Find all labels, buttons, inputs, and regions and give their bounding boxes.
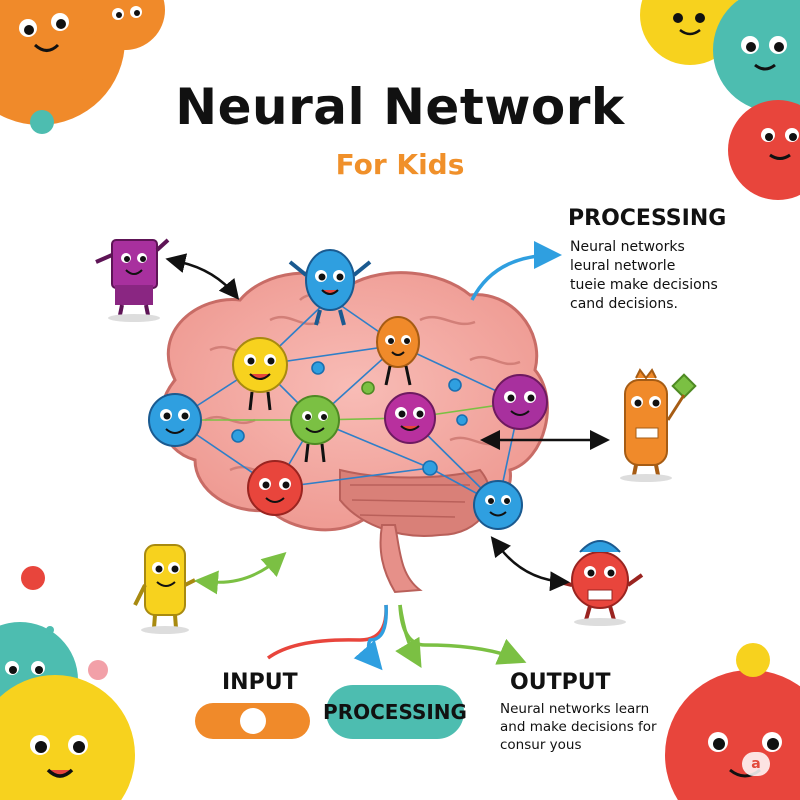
watermark-badge: a [742,752,770,776]
neuron-character-blue-top [288,249,372,326]
neuron-character-yellow [232,337,288,411]
page-subtitle: For Kids [335,148,465,181]
robot-character-red [559,540,644,626]
output-line: Neural networks learn [500,701,650,717]
neuron-character-green [290,395,340,463]
neuron-character-orange [376,316,420,386]
page-title: Neural Network [175,78,625,136]
robot-character-yellow [133,544,196,634]
neuron-character-blue-left [148,393,202,447]
input-knob [240,708,266,734]
robot-character-orange [620,368,697,482]
input-label: INPUT [222,670,298,695]
processing-line: cand decisions. [570,296,678,312]
processing-heading: PROCESSING [568,206,727,231]
processing-line: leural networle [570,258,676,274]
neuron-character-magenta [384,392,436,444]
neuron-character-red [247,460,303,516]
corner-blob-bottom-left [0,566,135,800]
output-label: OUTPUT [510,670,611,695]
output-line: consur yous [500,737,582,753]
corner-blob-top-left [0,0,165,134]
output-line: and make decisions for [500,719,657,735]
processing-line: tueie make decisions [570,277,718,293]
robot-character-purple [95,238,170,322]
brain [159,271,549,594]
processing-line: Neural networks [570,239,685,255]
corner-blob-bottom-right [665,643,800,800]
neuron-character-purple [492,374,548,430]
processing-pill: PROCESSING [323,685,467,739]
output-description: Neural networks learn and make decisions… [500,700,657,754]
corner-blob-top-right [640,0,800,200]
processing-description: Neural networks leural networle tueie ma… [570,238,718,314]
arrows [165,241,610,671]
neuron-character-blue-bottom [473,480,523,530]
